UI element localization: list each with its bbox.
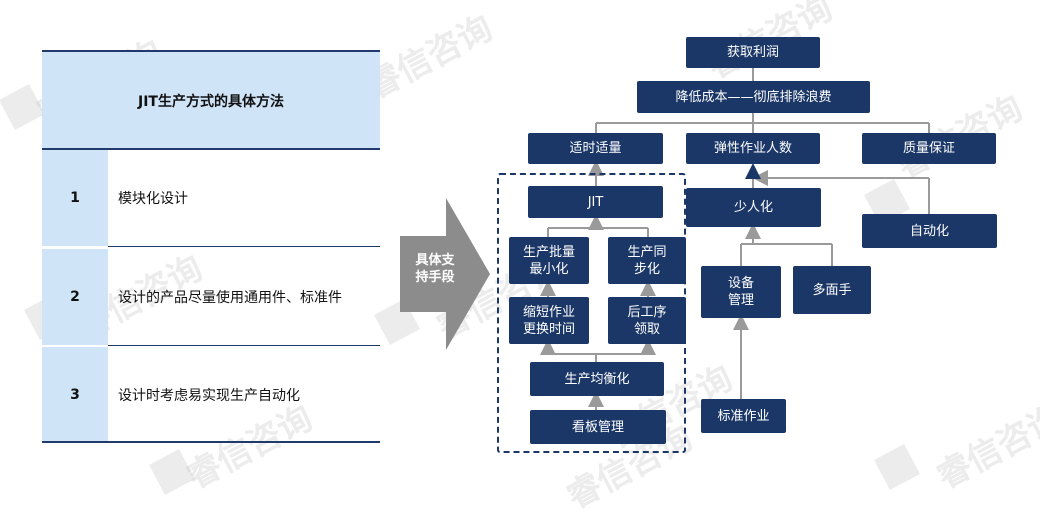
- production-sync-box: 生产同步化: [608, 237, 686, 284]
- row-number: 1: [42, 150, 108, 246]
- row-text: 模块化设计: [118, 191, 188, 207]
- pull-downstream-box: 后工序领取: [608, 297, 686, 344]
- connector-lines: [540, 68, 930, 410]
- cost-reduction-box: 降低成本——彻底排除浪费: [637, 81, 870, 113]
- row-separator: [42, 345, 108, 348]
- profit-box: 获取利润: [686, 37, 820, 68]
- equipment-management-box: 设备管理: [701, 266, 781, 318]
- flexible-workforce-box: 弹性作业人数: [686, 133, 820, 164]
- table-divider: [42, 345, 380, 346]
- quality-assurance-box: 质量保证: [862, 133, 996, 164]
- changeover-reduction-box: 缩短作业更换时间: [509, 297, 589, 344]
- table-bottom-border: [42, 441, 380, 443]
- multiskill-box: 多面手: [793, 266, 871, 314]
- table-row: 1 模块化设计: [42, 150, 380, 246]
- table-divider: [42, 246, 380, 247]
- standard-work-box: 标准作业: [701, 399, 786, 433]
- row-number: 3: [42, 347, 108, 443]
- kanban-box: 看板管理: [530, 410, 666, 444]
- row-text: 设计的产品尽量使用通用件、标准件: [118, 290, 342, 306]
- row-text: 设计时考虑易实现生产自动化: [118, 388, 300, 404]
- table-row: 3 设计时考虑易实现生产自动化: [42, 347, 380, 443]
- batch-minimize-box: 生产批量最小化: [509, 237, 589, 284]
- support-arrow-label: 具体支 持手段: [415, 253, 455, 285]
- table-divider: [42, 148, 380, 150]
- fewer-people-box: 少人化: [686, 188, 821, 227]
- right-amount-box: 适时适量: [528, 133, 663, 164]
- row-separator: [42, 246, 108, 249]
- support-arrow-icon: [400, 198, 490, 350]
- table-row: 2 设计的产品尽量使用通用件、标准件: [42, 249, 380, 345]
- table-title: JIT生产方式的具体方法: [42, 50, 380, 150]
- production-leveling-box: 生产均衡化: [530, 362, 664, 396]
- jit-box: JIT: [528, 186, 663, 218]
- row-number: 2: [42, 249, 108, 345]
- automation-box: 自动化: [862, 214, 997, 248]
